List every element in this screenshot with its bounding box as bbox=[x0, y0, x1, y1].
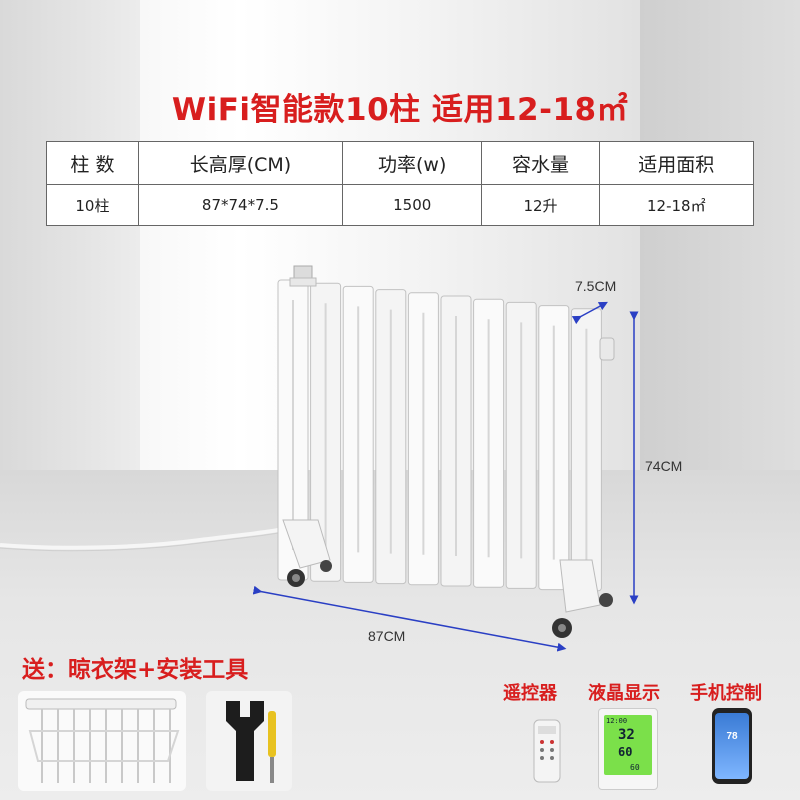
width-label: 87CM bbox=[368, 628, 406, 644]
feature-remote-label: 遥控器 bbox=[503, 683, 557, 704]
spec-value-cell: 12-18㎡ bbox=[598, 184, 755, 226]
lcd-temp: 32 bbox=[618, 727, 635, 743]
remote-control-image bbox=[533, 719, 561, 783]
spec-table: 柱 数 长高厚(CM) 功率(w) 容水量 适用面积 10柱 87*74*7.5… bbox=[46, 141, 755, 226]
feature-app-label: 手机控制 bbox=[690, 683, 762, 704]
feature-lcd-label: 液晶显示 bbox=[588, 683, 660, 704]
phone-temp: 78 bbox=[726, 731, 738, 742]
spec-header-cell: 功率(w) bbox=[341, 141, 483, 185]
spec-value-cell: 87*74*7.5 bbox=[137, 184, 344, 226]
phone-image: 78 bbox=[712, 708, 752, 784]
spec-value-cell: 12升 bbox=[481, 184, 600, 226]
spec-header-row: 柱 数 长高厚(CM) 功率(w) 容水量 适用面积 bbox=[46, 141, 755, 185]
spec-value-cell: 10柱 bbox=[46, 184, 139, 226]
spec-value-cell: 1500 bbox=[341, 184, 483, 226]
right-wall bbox=[640, 0, 800, 560]
height-label: 74CM bbox=[645, 458, 683, 474]
gift-text: 送：晾衣架+安装工具 bbox=[22, 657, 249, 683]
product-title: WiFi智能款10柱 适用12-18㎡ bbox=[171, 92, 629, 128]
lcd-time: 12:00 bbox=[606, 717, 628, 725]
phone-screen: 78 bbox=[715, 713, 749, 779]
lcd-small-temp: 60 bbox=[630, 763, 640, 772]
install-tools-image bbox=[206, 691, 292, 791]
spec-header-cell: 适用面积 bbox=[598, 141, 755, 185]
lcd-screen: 12:00 32 60 60 bbox=[604, 715, 652, 775]
spec-header-cell: 长高厚(CM) bbox=[137, 141, 344, 185]
spec-value-row: 10柱 87*74*7.5 1500 12升 12-18㎡ bbox=[46, 184, 755, 226]
depth-label: 7.5CM bbox=[575, 278, 617, 294]
lcd-set-temp: 60 bbox=[618, 745, 633, 759]
spec-header-cell: 容水量 bbox=[481, 141, 600, 185]
drying-rack-image bbox=[18, 691, 186, 791]
lcd-thermostat-image: 12:00 32 60 60 bbox=[598, 708, 658, 790]
spec-header-cell: 柱 数 bbox=[46, 141, 139, 185]
